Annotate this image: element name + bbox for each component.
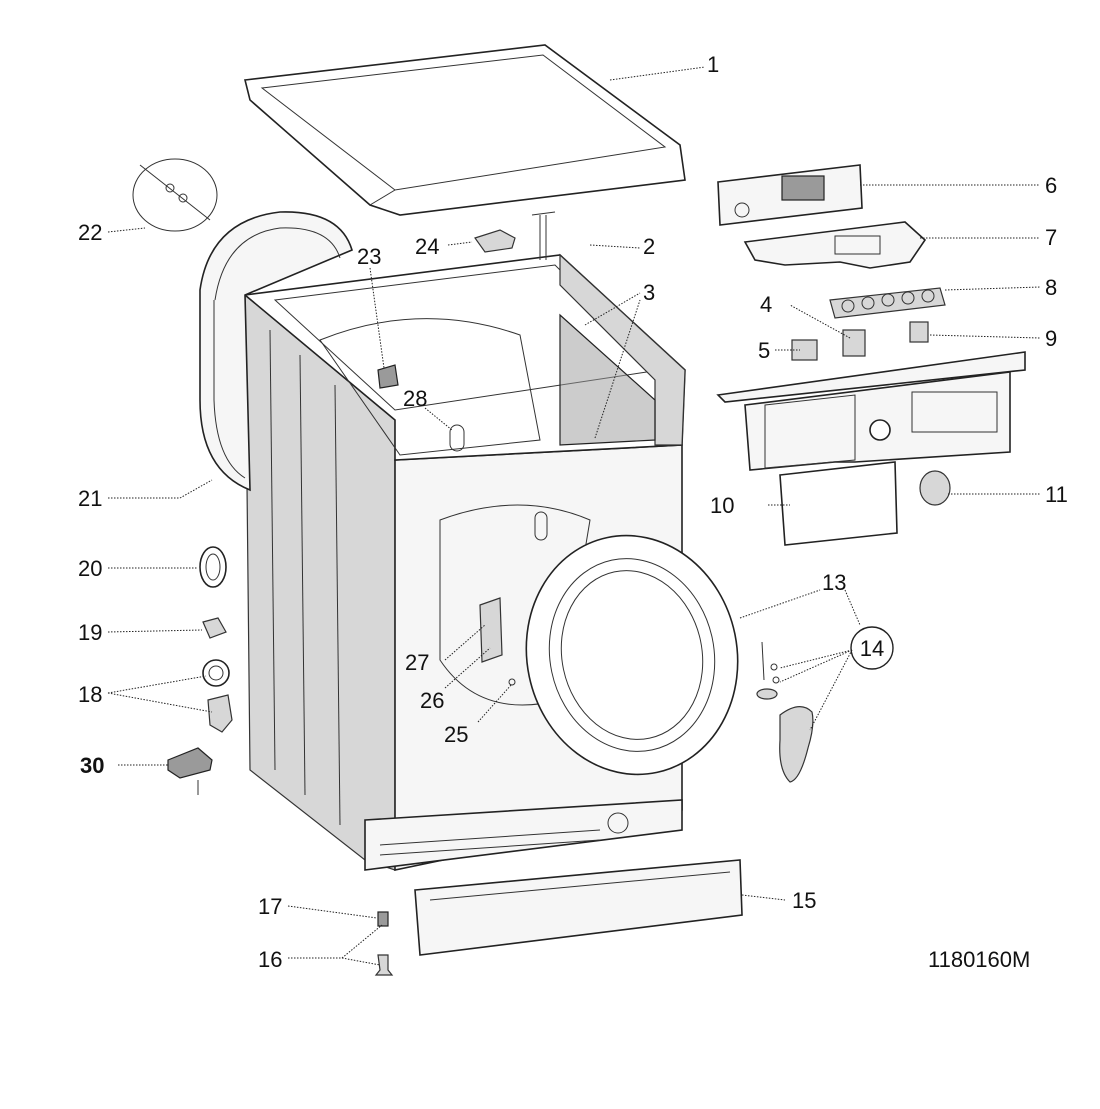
callout-26: 26 bbox=[420, 688, 444, 713]
callout-5: 5 bbox=[758, 338, 770, 363]
foot-parts bbox=[374, 911, 394, 976]
side-parts bbox=[167, 546, 233, 795]
callout-10: 10 bbox=[710, 493, 734, 518]
selector-knob bbox=[919, 470, 951, 506]
panel-bracket bbox=[717, 164, 863, 226]
callout-4: 4 bbox=[760, 292, 772, 317]
door-ring bbox=[525, 534, 739, 776]
plinth bbox=[414, 859, 743, 956]
diagram-code: 1180160M bbox=[928, 947, 1030, 972]
hinge-block bbox=[377, 364, 399, 389]
hinge-kit bbox=[756, 641, 814, 783]
callout-15: 15 bbox=[792, 888, 816, 913]
callouts: 1 2 3 4 5 6 7 8 9 10 11 13 14 15 16 17 1… bbox=[78, 52, 1068, 972]
callout-17: 17 bbox=[258, 894, 282, 919]
callout-16: 16 bbox=[258, 947, 282, 972]
callout-27: 27 bbox=[405, 650, 429, 675]
callout-22: 22 bbox=[78, 220, 102, 245]
slot-cover bbox=[449, 424, 465, 452]
callout-14: 14 bbox=[860, 636, 884, 661]
callout-30: 30 bbox=[80, 753, 104, 778]
callout-18: 18 bbox=[78, 682, 102, 707]
program-switch bbox=[791, 339, 818, 361]
top-lid bbox=[244, 44, 686, 216]
dispenser-drawer bbox=[779, 461, 898, 546]
leader-lines bbox=[107, 66, 1041, 966]
callout-1: 1 bbox=[707, 52, 719, 77]
callout-25: 25 bbox=[444, 722, 468, 747]
callout-28: 28 bbox=[403, 386, 427, 411]
callout-21: 21 bbox=[78, 486, 102, 511]
spring bbox=[531, 211, 556, 260]
callout-6: 6 bbox=[1045, 173, 1057, 198]
button-array bbox=[829, 287, 946, 319]
callout-3: 3 bbox=[643, 280, 655, 305]
callout-8: 8 bbox=[1045, 275, 1057, 300]
callout-24: 24 bbox=[415, 234, 439, 259]
callout-20: 20 bbox=[78, 556, 102, 581]
callout-13: 13 bbox=[822, 570, 846, 595]
callout-23: 23 bbox=[357, 244, 381, 269]
tub-seal bbox=[199, 211, 353, 492]
callout-2: 2 bbox=[643, 234, 655, 259]
panel-frame bbox=[743, 221, 927, 269]
callout-19: 19 bbox=[78, 620, 102, 645]
callout-7: 7 bbox=[1045, 225, 1057, 250]
switch-pair bbox=[842, 321, 929, 357]
callout-9: 9 bbox=[1045, 326, 1057, 351]
door-lock bbox=[479, 597, 516, 686]
control-panel bbox=[716, 351, 1026, 471]
callout-11: 11 bbox=[1045, 482, 1068, 507]
callout-14-circle: 14 bbox=[850, 626, 894, 670]
spring-kit bbox=[132, 158, 218, 232]
hose-clip bbox=[474, 229, 516, 253]
